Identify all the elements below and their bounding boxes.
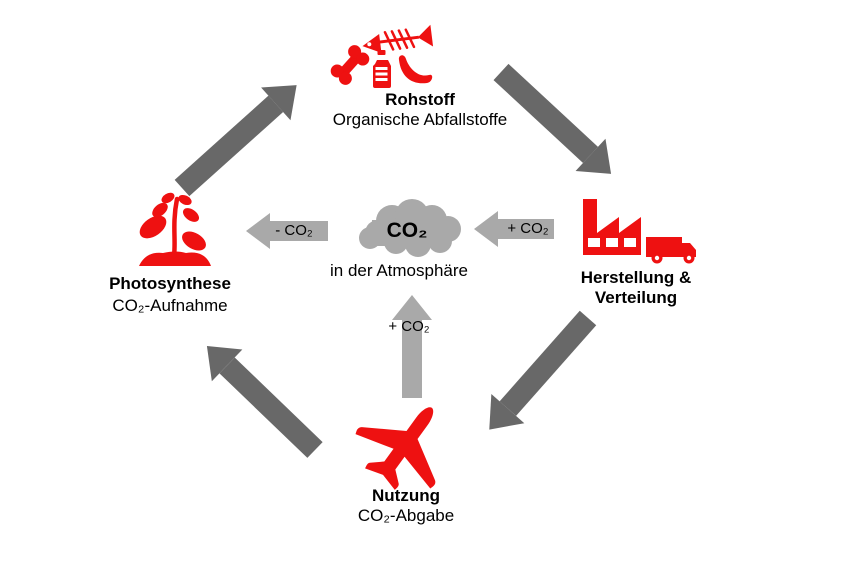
bone-icon (330, 45, 370, 85)
plus-co2-label-bottom: + CO₂ (388, 318, 430, 335)
arrow-nutzung-to-photosynthese (206, 345, 323, 458)
bottle-icon (373, 50, 391, 88)
herstellung-title-line1: Herstellung & (580, 268, 692, 287)
co2-cloud (359, 199, 461, 257)
photosynthese-title: Photosynthese (109, 274, 231, 293)
rohstoff-title: Rohstoff (385, 90, 455, 109)
factory-icon (583, 199, 641, 255)
plus-co2-label-right: + CO₂ (507, 220, 549, 237)
banana-peel-icon (398, 55, 433, 84)
arrow-rohstoff-to-herstellung (493, 63, 612, 174)
photosynthese-subtitle: CO₂-Aufnahme (112, 296, 228, 315)
plus-co2-arrow-right (474, 211, 554, 247)
fish-skeleton-icon (362, 24, 434, 53)
minus-co2-arrow (246, 213, 328, 249)
herstellung-title-line2: Verteilung (594, 288, 678, 307)
airplane-icon (355, 407, 436, 490)
plant-icon (139, 192, 211, 266)
arrow-photosynthese-to-rohstoff (174, 85, 297, 197)
plus-co2-arrow-up (392, 295, 432, 398)
minus-co2-label: - CO₂ (275, 222, 313, 239)
atmosphere-caption: in der Atmosphäre (330, 261, 468, 280)
arrow-herstellung-to-nutzung (489, 310, 597, 430)
truck-icon (646, 237, 696, 264)
rohstoff-subtitle: Organische Abfallstoffe (332, 110, 508, 129)
nutzung-title: Nutzung (372, 486, 440, 505)
nutzung-subtitle: CO₂-Abgabe (357, 506, 455, 525)
cloud-co2-label: CO₂ (386, 219, 428, 242)
